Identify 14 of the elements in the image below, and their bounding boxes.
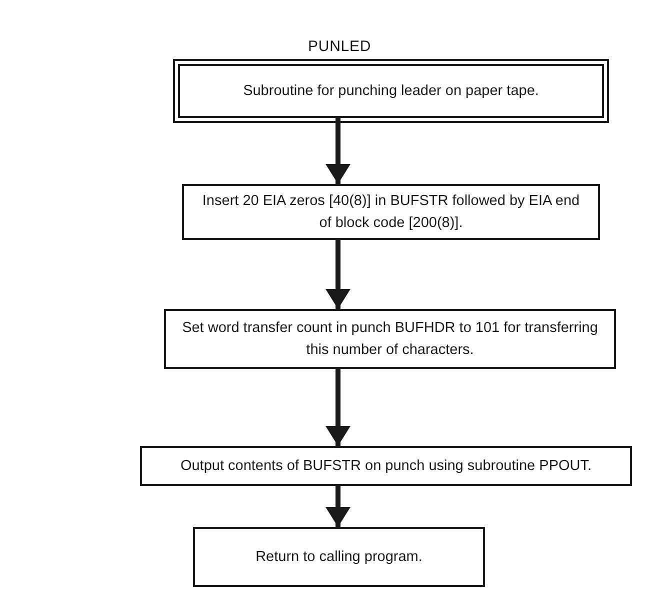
process-box: [182, 184, 600, 240]
arrow: [326, 369, 350, 446]
step-text: Subroutine for punching leader on paper tape.: [243, 82, 539, 101]
diagram-title: PUNLED: [308, 37, 372, 57]
step-text: Insert 20 EIA zeros [40(8)] in BUFSTR followed by EIA end of block code [200(8)].: [201, 192, 581, 233]
step-text: Return to calling program.: [256, 548, 422, 567]
process-box: [193, 527, 485, 587]
step-text: Output contents of BUFSTR on punch using subroutine PPOUT.: [180, 457, 592, 476]
process-box: [164, 309, 616, 369]
step-text: Set word transfer count in punch BUFHDR to 101 for transferring this number of characters.: [182, 319, 598, 360]
arrow: [326, 118, 350, 184]
process-box: [140, 446, 632, 486]
arrow: [326, 240, 350, 309]
arrow: [326, 486, 350, 527]
